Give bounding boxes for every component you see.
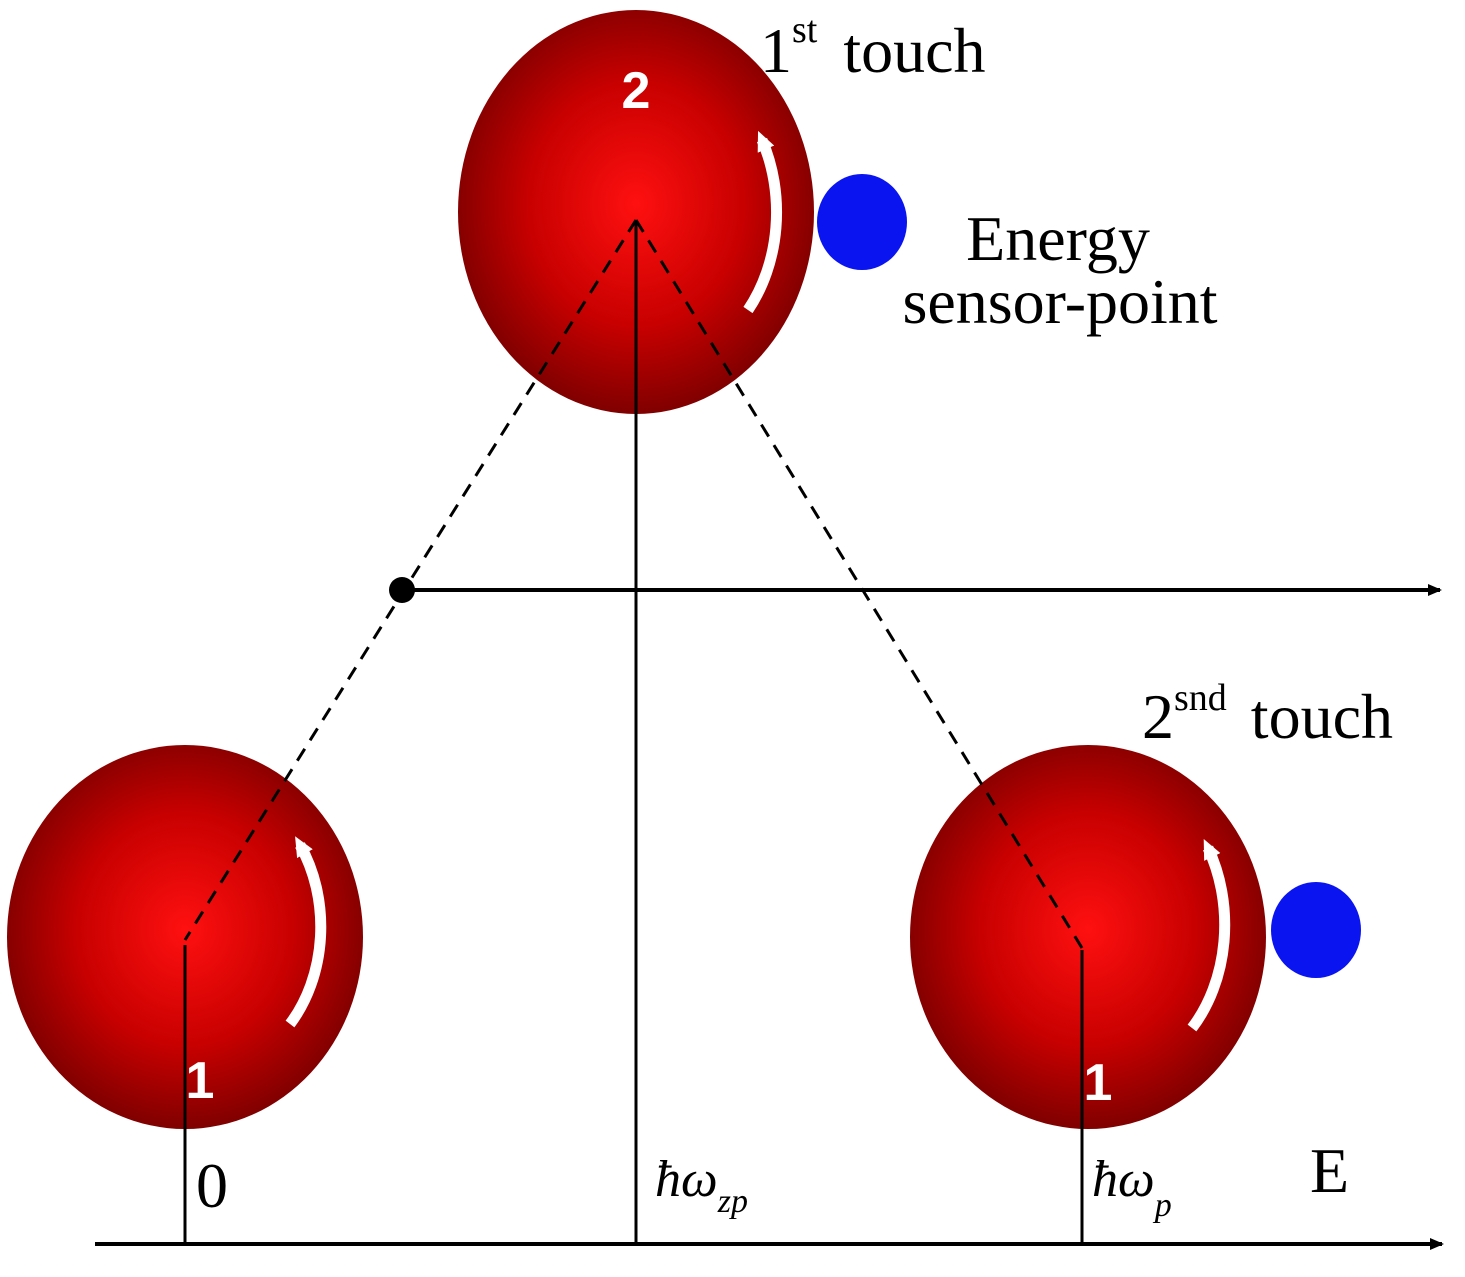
sphere-top: 2 (458, 10, 814, 414)
tick-zero-label: 0 (196, 1150, 228, 1221)
tick-p-label: ħωp (1092, 1151, 1172, 1224)
sphere-right: 1 (910, 745, 1266, 1129)
rotation-arrow-icon (743, 130, 782, 314)
sphere-right-number: 1 (1084, 1054, 1113, 1112)
rotation-arrow-icon (1187, 838, 1231, 1032)
energy-label: Energy (966, 203, 1150, 274)
dashed-line-left (183, 219, 638, 941)
sensor-point-label: sensor-point (902, 266, 1217, 337)
sphere-left: 1 (7, 745, 363, 1129)
sphere-top-number: 2 (622, 62, 651, 120)
energy-sensor-point-top (817, 174, 907, 270)
sphere-left-number: 1 (186, 1052, 215, 1110)
rotation-arrow-icon (285, 836, 327, 1028)
tick-zp-label: ħωzp (655, 1151, 748, 1220)
energy-sensor-point-right (1271, 882, 1361, 978)
axis-E-label: E (1310, 1135, 1349, 1206)
junction-dot (389, 577, 415, 603)
